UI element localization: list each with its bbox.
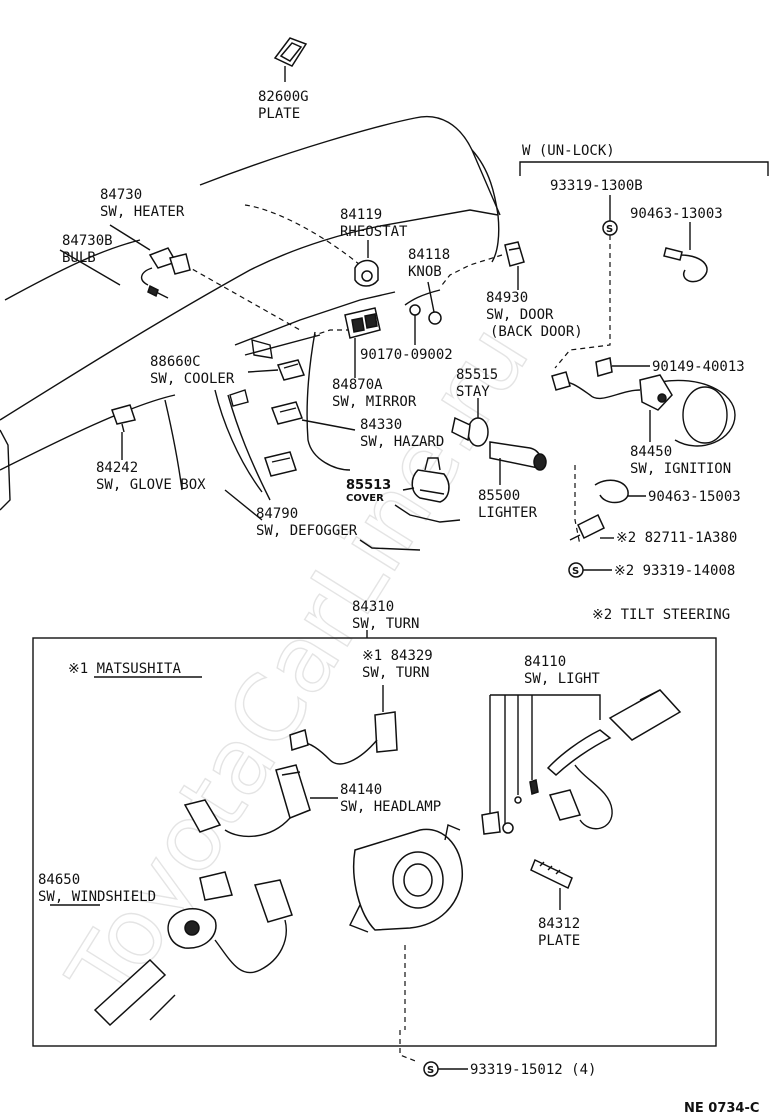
label-84119-name: RHEOSTAT <box>340 224 408 240</box>
label-82600g-no: 82600G <box>258 89 309 105</box>
svg-text:S: S <box>606 224 613 235</box>
dashed-leaders <box>184 204 611 1063</box>
label-93319-1300b: 93319-1300B <box>550 178 643 194</box>
label-82711-1a380: ※2 82711-1A380 <box>616 530 737 546</box>
label-85500-no: 85500 <box>478 488 520 504</box>
part-84312-plate-shape <box>530 858 573 910</box>
part-90170-09002-nut <box>409 304 421 345</box>
part-93319-14008-s-bolt: S <box>568 562 612 578</box>
part-93319-1300b-s-bolt: S <box>602 195 618 236</box>
label-84730b-no: 84730B <box>62 233 113 249</box>
lock-bracket <box>519 161 769 176</box>
label-tilt-steering: ※2 TILT STEERING <box>592 607 730 623</box>
label-88660c-no: 88660C <box>150 354 201 370</box>
label-85513-name: COVER <box>346 493 384 504</box>
part-82600g-plate-shape <box>273 37 308 82</box>
label-84140-no: 84140 <box>340 782 382 798</box>
part-84870a-mirror-switch-shape <box>344 307 381 378</box>
label-85513-no: 85513 <box>346 478 391 493</box>
label-84140-name: SW, HEADLAMP <box>340 799 441 815</box>
label-93319-15012: 93319-15012 (4) <box>470 1062 596 1078</box>
label-lock-header: W (UN-LOCK) <box>522 143 615 159</box>
label-84330-no: 84330 <box>360 417 402 433</box>
label-84730-no: 84730 <box>100 187 142 203</box>
part-84140-headlamp-switch-shape <box>183 764 338 838</box>
label-84310-no: 84310 <box>352 599 394 615</box>
label-84450-name: SW, IGNITION <box>630 461 731 477</box>
label-85515-name: STAY <box>456 384 490 400</box>
label-84330-name: SW, HAZARD <box>360 434 444 450</box>
part-84650-windshield-switch-shape <box>50 871 293 1027</box>
label-84870a-name: SW, MIRROR <box>332 394 417 410</box>
label-84450-no: 84450 <box>630 444 672 460</box>
steering-switch-box <box>32 637 717 1047</box>
part-84118-knob-shape <box>427 281 442 325</box>
part-90463-15003-clamp-shape <box>594 479 646 504</box>
label-84650-name: SW, WINDSHIELD <box>38 889 156 905</box>
label-84110-no: 84110 <box>524 654 566 670</box>
label-84110-name: SW, LIGHT <box>524 671 600 687</box>
part-85500-lighter-shape <box>489 441 547 485</box>
part-84310-combination-switch-body-shape <box>349 824 463 933</box>
label-90463-13003: 90463-13003 <box>630 206 723 222</box>
label-85515-no: 85515 <box>456 367 498 383</box>
label-84730b-name: BULB <box>62 250 96 266</box>
label-84312-no: 84312 <box>538 916 580 932</box>
label-84242-no: 84242 <box>96 460 138 476</box>
label-82600g-name: PLATE <box>258 106 300 122</box>
part-82711-1a380-clip-shape <box>569 513 614 541</box>
label-84730-name: SW, HEATER <box>100 204 185 220</box>
part-84790-defogger-switch-shape <box>224 451 297 521</box>
label-84930-no: 84930 <box>486 290 528 306</box>
label-84310-name: SW, TURN <box>352 616 419 632</box>
part-90149-40013-screw-shape <box>595 357 650 377</box>
label-90463-15003: 90463-15003 <box>648 489 741 505</box>
part-84730-heater-switch-shape <box>59 224 191 299</box>
label-84790-no: 84790 <box>256 506 298 522</box>
label-84329-no: ※1 84329 <box>362 648 433 664</box>
part-84329-turn-switch-shape <box>289 685 398 765</box>
label-84312-name: PLATE <box>538 933 580 949</box>
part-84110-light-switch-shape <box>481 689 682 835</box>
label-84118-name: KNOB <box>408 264 442 280</box>
label-matsushita: ※1 MATSUSHITA <box>68 661 181 677</box>
part-84330-hazard-switch-shape <box>271 401 356 431</box>
label-93319-14008: ※2 93319-14008 <box>614 563 735 579</box>
part-90463-13003-clamp-shape <box>663 222 708 283</box>
footer-code: NE 0734-C <box>684 1101 759 1116</box>
label-88660c-name: SW, COOLER <box>150 371 235 387</box>
part-88660c-cooler-switch-shape <box>247 359 306 381</box>
label-84930-name2: (BACK DOOR) <box>490 324 583 340</box>
label-84650-no: 84650 <box>38 872 80 888</box>
label-85500-name: LIGHTER <box>478 505 538 521</box>
part-85515-stay-shape <box>451 398 489 447</box>
part-84242-glove-box-switch-shape <box>111 404 136 460</box>
label-84329-name: SW, TURN <box>362 665 429 681</box>
label-90149-40013: 90149-40013 <box>652 359 745 375</box>
svg-text:S: S <box>427 1065 434 1076</box>
label-84118-no: 84118 <box>408 247 450 263</box>
svg-text:S: S <box>572 566 579 577</box>
part-84119-rheostat-shape <box>354 240 379 287</box>
label-84930-name: SW, DOOR <box>486 307 554 323</box>
part-84930-door-switch-shape <box>504 241 525 290</box>
dashboard-outline <box>0 115 501 551</box>
label-84790-name: SW, DEFOGGER <box>256 523 358 539</box>
label-84119-no: 84119 <box>340 207 382 223</box>
label-84242-name: SW, GLOVE BOX <box>96 477 206 493</box>
part-85513-cover-shape <box>402 457 450 503</box>
part-93319-15012-s-bolt: S <box>423 1061 468 1077</box>
label-84870a-no: 84870A <box>332 377 383 393</box>
part-84450-ignition-switch-shape <box>551 371 736 447</box>
label-90170-09002: 90170-09002 <box>360 347 453 363</box>
